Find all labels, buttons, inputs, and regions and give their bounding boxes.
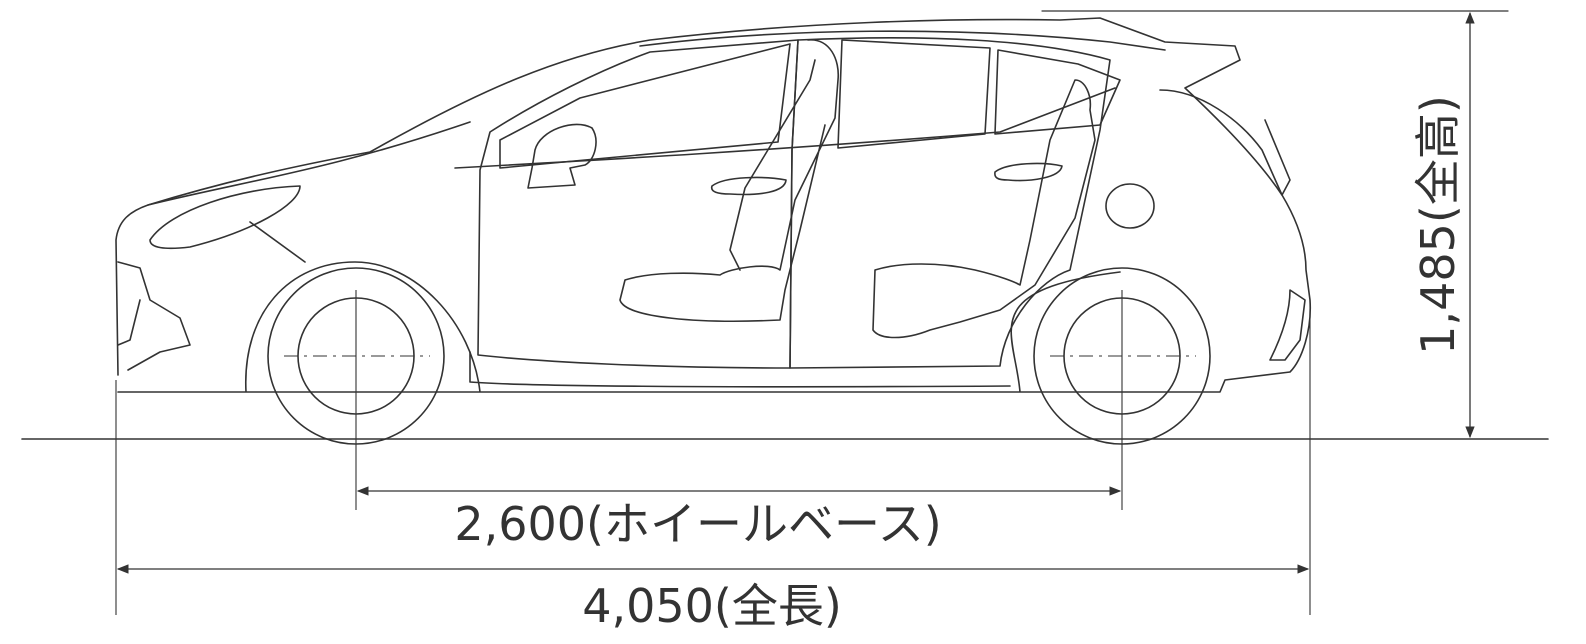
front-window: [499, 43, 791, 169]
fuel-door: [1105, 183, 1155, 229]
rear-window: [837, 39, 991, 149]
rear-door-handle: [994, 162, 1063, 182]
wheelbase-value: 2,600: [454, 497, 586, 551]
roof-line: [639, 30, 1166, 51]
car-body-outline: [115, 17, 1312, 393]
wheelbase-caption: (ホイールベース): [586, 497, 942, 551]
rear-bumper: [1269, 289, 1306, 361]
front-seat: [619, 39, 840, 322]
side-sill: [469, 351, 1011, 388]
headlight: [149, 185, 301, 250]
hood-line: [147, 121, 471, 263]
belt-line: [454, 87, 1116, 169]
length-caption: (全長): [714, 579, 842, 633]
length-value: 4,050: [582, 579, 714, 633]
front-door: [477, 39, 799, 369]
height-caption: (全高): [1411, 95, 1465, 223]
front-bumper: [117, 261, 191, 371]
length-dimension-label: 4,050(全長): [582, 579, 842, 633]
side-mirror: [527, 123, 597, 189]
front-seat-back: [729, 59, 816, 271]
front-door-handle: [710, 176, 787, 196]
wheelbase-dimension-label: 2,600(ホイールベース): [454, 497, 941, 551]
height-value: 1,485: [1411, 223, 1465, 355]
rear-door: [789, 36, 1111, 369]
rear-quarter-window: [994, 49, 1121, 135]
height-dimension-label: 1,485(全高): [1411, 95, 1465, 355]
tail-light: [1159, 89, 1291, 196]
rear-seat: [872, 79, 1096, 339]
